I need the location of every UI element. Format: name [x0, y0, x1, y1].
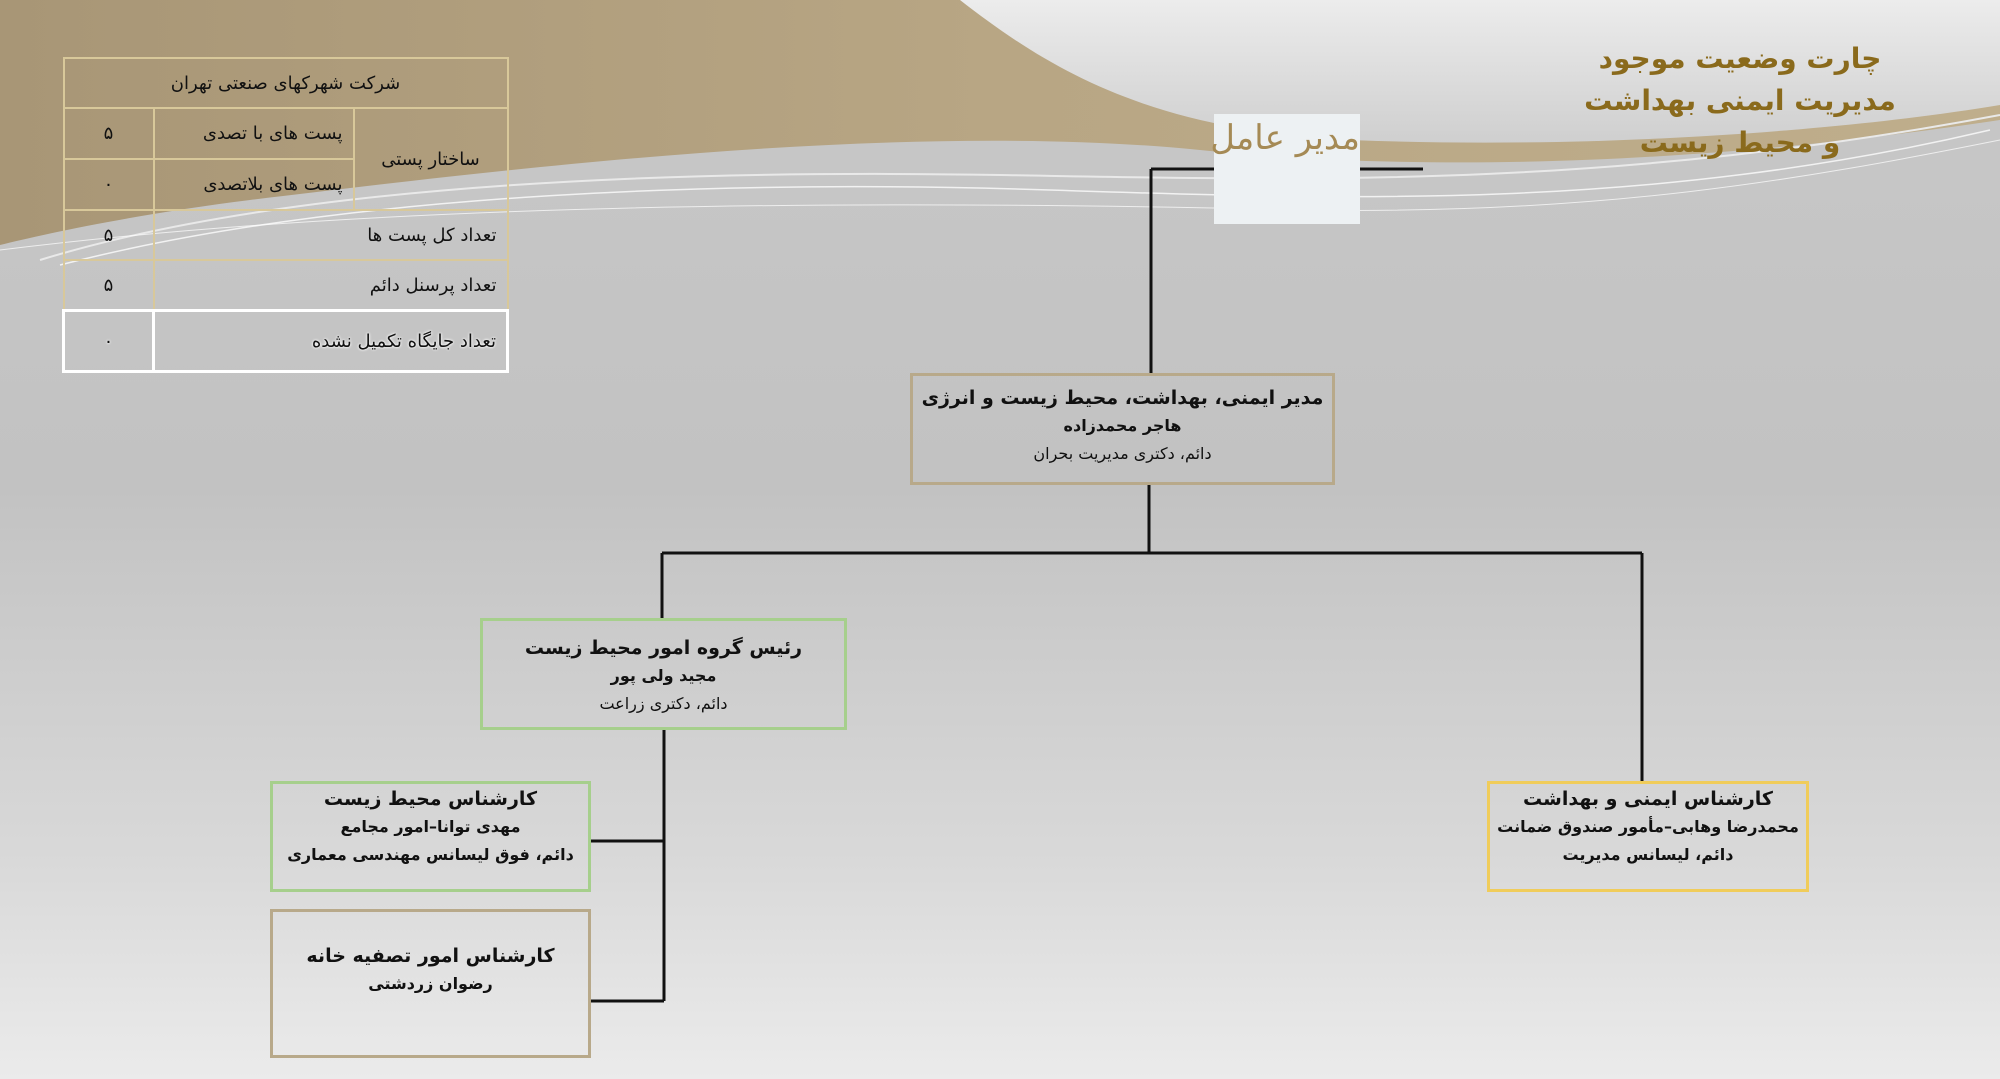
node-info: دائم، فوق لیسانس مهندسی معماری — [287, 845, 574, 864]
row-label: پست های بلاتصدی — [152, 158, 355, 211]
row-value: ۵ — [62, 259, 155, 312]
node-name: محمدرضا وهابی–مأمور صندوق ضمانت — [1497, 817, 1799, 836]
node-title: کارشناس ایمنی و بهداشت — [1523, 788, 1773, 810]
node-title: کارشناس امور تصفیه خانه — [306, 945, 555, 967]
node-title: رئیس گروه امور محیط زیست — [524, 637, 803, 659]
node-env-expert[interactable]: کارشناس محیط زیست مهدی توانا–امور مجامع … — [270, 781, 591, 892]
table-row: تعداد پرسنل دائم ۵ — [62, 259, 509, 312]
chart-title-line3: و محیط زیست — [1639, 126, 1841, 159]
structure-label: ساختار پستی — [352, 107, 509, 211]
node-name: هاجر محمدزاده — [1063, 416, 1182, 435]
node-hse-expert[interactable]: کارشناس ایمنی و بهداشت محمدرضا وهابی–مأم… — [1487, 781, 1809, 892]
table-row: تعداد جایگاه تکمیل نشده ۰ — [62, 309, 509, 373]
row-label: تعداد جایگاه تکمیل نشده — [311, 330, 496, 352]
row-label: تعداد کل پست ها — [152, 209, 509, 261]
node-env-group-head[interactable]: رئیس گروه امور محیط زیست مجید ولی پور دا… — [480, 618, 847, 730]
chart-title-line1: چارت وضعیت موجود — [1598, 42, 1882, 75]
node-title: مدیر ایمنی، بهداشت، محیط زیست و انرژی — [921, 387, 1324, 409]
table-row: تعداد کل پست ها ۵ — [62, 209, 509, 261]
company-name: شرکت شهرکهای صنعتی تهران — [62, 57, 509, 109]
node-hse-manager[interactable]: مدیر ایمنی، بهداشت، محیط زیست و انرژی ها… — [910, 373, 1335, 485]
node-title: کارشناس محیط زیست — [323, 788, 538, 810]
row-value: ۵ — [62, 107, 155, 160]
ceo-box[interactable]: مدیر عامل — [1210, 114, 1360, 224]
node-name: مجید ولی پور — [610, 666, 717, 685]
chart-title: چارت وضعیت موجود مدیریت ایمنی بهداشت و م… — [1530, 38, 1950, 164]
node-name: مهدی توانا–امور مجامع — [340, 817, 521, 836]
row-label: تعداد پرسنل دائم — [152, 259, 509, 312]
node-wastewater-expert[interactable]: کارشناس امور تصفیه خانه رضوان زردشتی — [270, 909, 591, 1058]
chart-title-line2: مدیریت ایمنی بهداشت — [1584, 84, 1896, 117]
ceo-label: مدیر عامل — [1210, 118, 1360, 158]
node-info: دائم، لیسانس مدیریت — [1562, 845, 1734, 864]
table-row: پست های بلاتصدی ۰ — [62, 158, 508, 211]
row-value: ۰ — [103, 330, 114, 352]
node-info: دائم، دکتری زراعت — [599, 694, 728, 713]
row-value: ۰ — [62, 158, 155, 211]
row-value: ۵ — [62, 209, 155, 261]
stats-table: شرکت شهرکهای صنعتی تهران ساختار پستی پست… — [62, 57, 509, 373]
node-info: دائم، دکتری مدیریت بحران — [1033, 444, 1212, 463]
table-row: شرکت شهرکهای صنعتی تهران — [62, 57, 509, 109]
table-row: ساختار پستی پست های با تصدی ۵ — [62, 107, 509, 211]
row-label: پست های با تصدی — [152, 107, 355, 160]
node-name: رضوان زردشتی — [368, 974, 493, 993]
